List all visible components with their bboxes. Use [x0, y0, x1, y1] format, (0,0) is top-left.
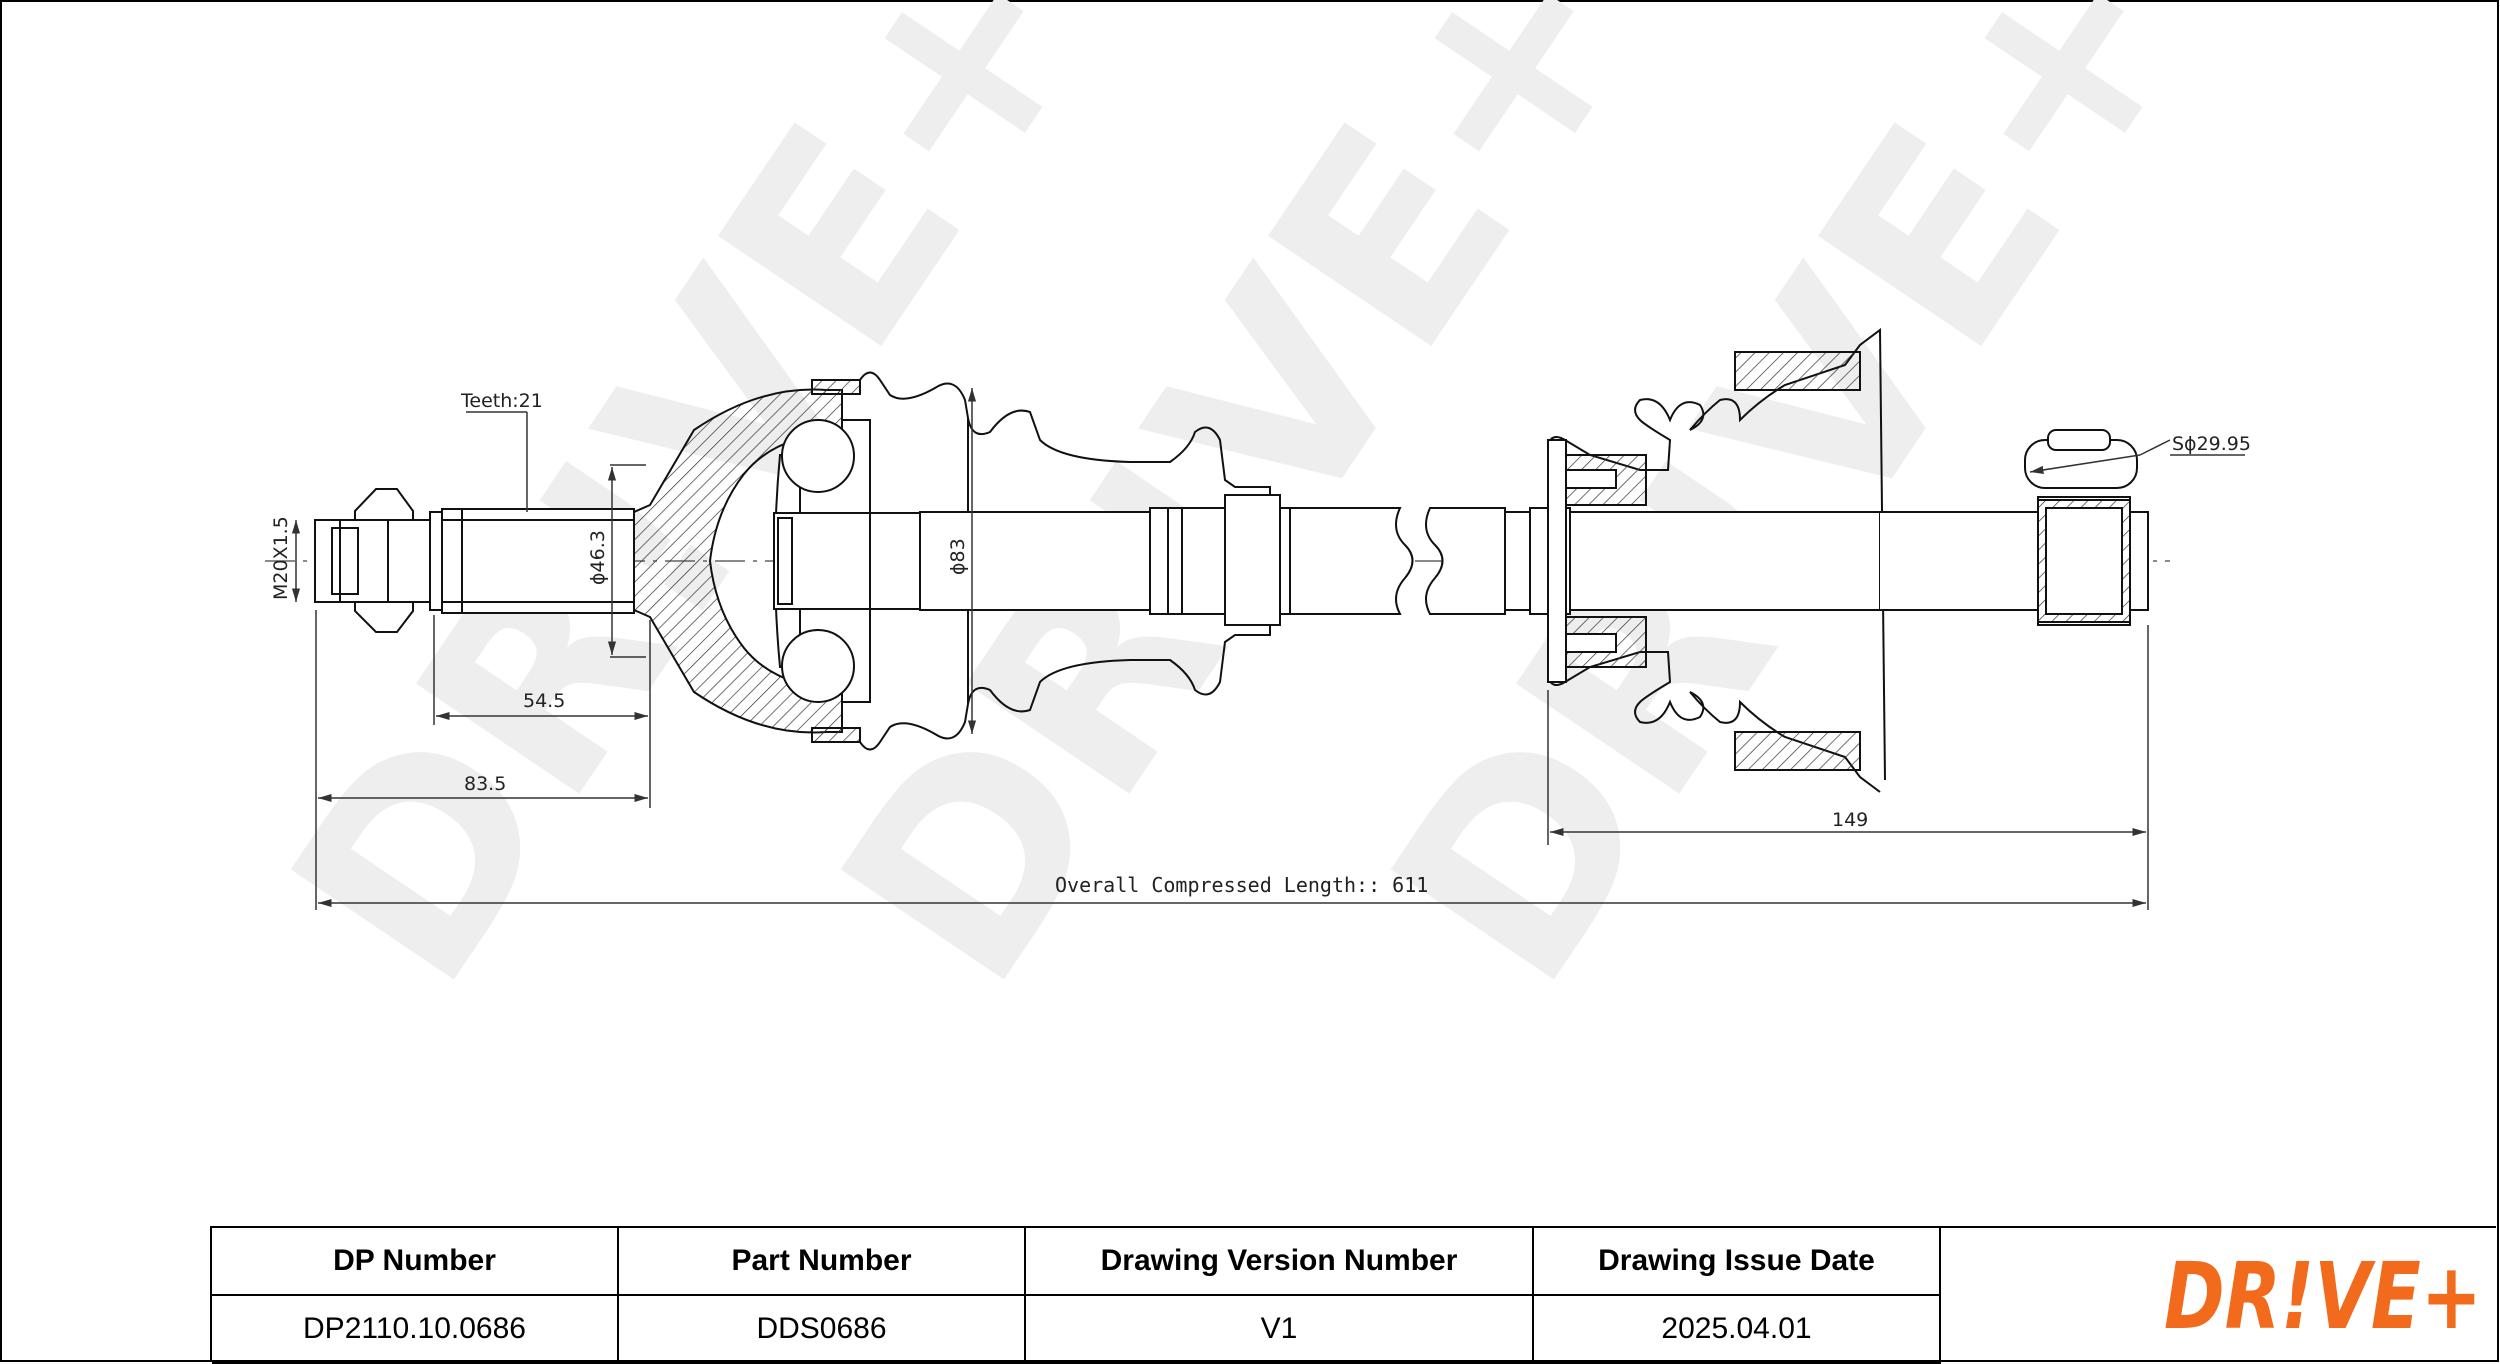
- drive-logo: DR!VE+: [2164, 1243, 2482, 1350]
- header-issue-date: Drawing Issue Date: [1533, 1228, 1941, 1296]
- header-dp-number: DP Number: [212, 1228, 619, 1296]
- dia-outer-label: ϕ83: [947, 538, 969, 575]
- teeth-label: Teeth:21: [460, 390, 543, 412]
- dim-54-5: 54.5: [523, 690, 565, 712]
- inner-boot: [1547, 328, 1886, 793]
- logo-text: DR!VE+: [2164, 1243, 2482, 1350]
- dia-inner-label: ϕ46.3: [587, 530, 609, 585]
- tripod-stub: [1880, 429, 2149, 626]
- value-version: V1: [1025, 1295, 1534, 1364]
- drive-shaft: [919, 494, 1881, 626]
- dim-149: 149: [1832, 809, 1868, 831]
- dim-83-5: 83.5: [464, 773, 506, 795]
- sphere-label: Sϕ29.95: [2172, 433, 2251, 455]
- inner-bearing: [1547, 439, 1647, 683]
- title-block-table: DP Number Part Number Drawing Version Nu…: [212, 1228, 1941, 1364]
- value-issue-date: 2025.04.01: [1533, 1295, 1941, 1364]
- thread-label: M20X1.5: [270, 516, 292, 600]
- dimensions: [291, 388, 2245, 910]
- value-dp-number: DP2110.10.0686: [212, 1295, 619, 1364]
- threaded-stub: [314, 488, 635, 633]
- header-part-number: Part Number: [618, 1228, 1026, 1296]
- value-part-number: DDS0686: [618, 1295, 1026, 1364]
- outer-cv-joint: [633, 379, 923, 743]
- overall-length-label: Overall Compressed Length:: 611: [1055, 873, 1428, 897]
- header-version: Drawing Version Number: [1025, 1228, 1534, 1296]
- title-block: DP Number Part Number Drawing Version Nu…: [210, 1226, 2496, 1364]
